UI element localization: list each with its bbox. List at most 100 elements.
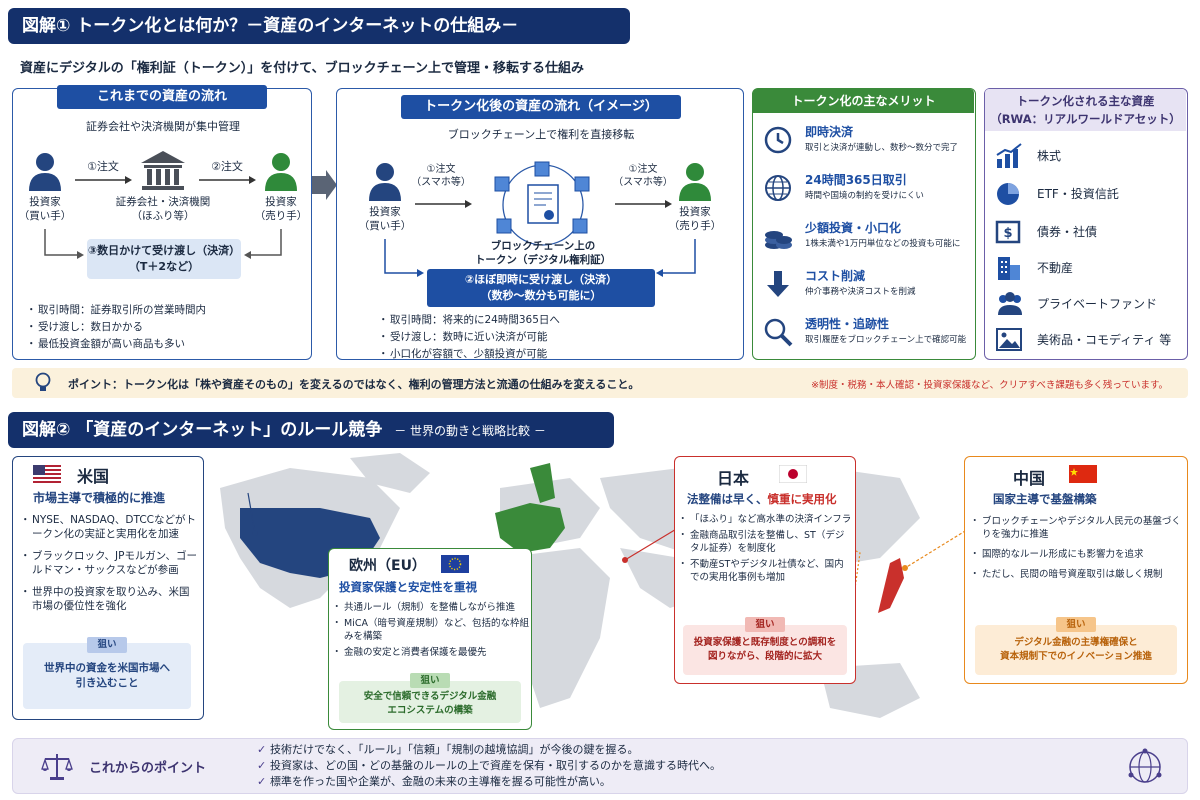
japan-name: 日本 xyxy=(717,469,750,488)
japan-tagline-b: 慎重に実用化 xyxy=(767,492,837,506)
eu-name: 欧州（EU） xyxy=(349,558,426,574)
section2-heading-title: 図解② 「資産のインターネット」のルール競争 xyxy=(22,420,383,440)
bond-icon: $ xyxy=(995,219,1023,245)
globe-icon xyxy=(763,173,793,203)
future-item-text: 投資家は、どの国・どの基盤のルールの上で資産を保有・取引するのかを意識する時代へ… xyxy=(270,759,722,772)
before-order1-label: ①注文 xyxy=(87,160,119,173)
blockchain-icon xyxy=(473,159,613,249)
merit-title: コスト削減 xyxy=(805,269,866,283)
usa-bullet: ブラックロック、JPモルガン、ゴールドマン・サックスなどが参画 xyxy=(20,549,199,577)
section2-heading-sub: － 世界の動きと戦略比較 － xyxy=(394,424,546,438)
assets-title: トークン化される主な資産 （RWA：リアルワールドアセット） xyxy=(985,89,1186,131)
check-icon: ✓ xyxy=(257,743,271,756)
eu-map-region xyxy=(495,463,565,553)
usa-aim-text: 世界中の資金を米国市場へ 引き込むこと xyxy=(44,662,170,689)
after-flow-caption: ブロックチェーン上で権利を直接移転 xyxy=(447,128,635,141)
after-order-left-arrow xyxy=(413,199,473,209)
merit-desc: 仲介事務や決済コストを削減 xyxy=(805,287,916,297)
usa-bullet: 世界中の投資家を取り込み、米国市場の優位性を強化 xyxy=(20,585,199,613)
japan-bullet: 金融商品取引法を整備し、ST（デジタル証券）を制度化 xyxy=(678,529,853,555)
japan-bullet: 不動産STやデジタル社債など、国内での実用化事例も増加 xyxy=(678,558,853,584)
eu-bullet: 金融の安定と消費者保護を最優先 xyxy=(332,646,529,659)
point-bar: ポイント：トークン化は「株や資産そのもの」を変えるのではなく、権利の管理方法と流… xyxy=(12,368,1188,398)
after-buyer-label: 投資家 （買い手） xyxy=(358,206,412,232)
japan-card: 日本 法整備は早く、慎重に実用化 「ほふり」など高水準の決済インフラ 金融商品取… xyxy=(674,456,856,684)
world-map xyxy=(200,448,1000,738)
after-order-right-arrow xyxy=(613,199,673,209)
after-bullet: 取引時間：将来的に24時間365日へ xyxy=(378,313,560,327)
merit-item: 24時間365日取引 時間や国境の制約を受けにくい xyxy=(761,171,971,217)
after-seller-icon xyxy=(677,161,713,201)
china-bullets: ブロックチェーンやデジタル人民元の基盤づくりを強力に推進 国際的なルール形成にも… xyxy=(970,515,1185,584)
scales-icon xyxy=(41,751,73,781)
asset-item: ETF・投資信託 xyxy=(995,179,1185,209)
check-icon: ✓ xyxy=(257,759,271,772)
pie-chart-icon xyxy=(995,181,1023,207)
china-tagline: 国家主導で基盤構築 xyxy=(993,492,1097,506)
usa-aim-box: 狙い 世界中の資金を米国市場へ 引き込むこと xyxy=(23,637,191,709)
after-seller-label: 投資家 （売り手） xyxy=(668,206,722,232)
merit-item: 即時決済 取引と決済が連動し、数秒〜数分で完了 xyxy=(761,123,971,169)
merit-title: 24時間365日取引 xyxy=(805,173,907,187)
china-flag-icon xyxy=(1069,465,1097,483)
seller-icon xyxy=(263,151,299,191)
china-aim-box: 狙い デジタル金融の主導権確保と 資本規制下でのイノベーション推進 xyxy=(975,617,1177,675)
clock-icon xyxy=(763,125,793,155)
point-text: ポイント：トークン化は「株や資産そのもの」を変えるのではなく、権利の管理方法と流… xyxy=(68,378,640,391)
china-card: 中国 国家主導で基盤構築 ブロックチェーンやデジタル人民元の基盤づくりを強力に推… xyxy=(964,456,1188,684)
china-bullet: 国際的なルール形成にも影響力を追求 xyxy=(970,548,1185,561)
japan-bullet: 「ほふり」など高水準の決済インフラ xyxy=(678,513,853,526)
arrow-down-icon xyxy=(763,269,793,299)
eu-aim-box: 狙い 安全で信頼できるデジタル金融 エコシステムの構築 xyxy=(339,673,521,723)
eu-aim-text: 安全で信頼できるデジタル金融 エコシステムの構築 xyxy=(363,691,497,716)
before-bullet: 受け渡し：数日かかる xyxy=(26,320,206,334)
merit-item: 少額投資・小口化 1株未満や1万円単位などの投資も可能に xyxy=(761,219,971,265)
before-flow-card: これまでの資産の流れ 証券会社や決済機関が集中管理 投資家 （買い手） ①注文 … xyxy=(12,85,312,360)
merit-item: 透明性・追跡性 取引履歴をブロックチェーン上で確認可能 xyxy=(761,315,971,361)
future-item: ✓ 投資家は、どの国・どの基盤のルールの上で資産を保有・取引するのかを意識する時… xyxy=(257,758,721,774)
future-item-text: 技術だけでなく、「ルール」「信頼」「規制の越境協調」が今後の鍵を握る。 xyxy=(270,743,639,756)
japan-aim-label: 狙い xyxy=(745,617,785,632)
merit-title: 即時決済 xyxy=(805,125,854,139)
merit-desc: 1株未満や1万円単位などの投資も可能に xyxy=(805,239,961,249)
before-bullets: 取引時間：証券取引所の営業時間内 受け渡し：数日かかる 最低投資金額が高い商品も… xyxy=(26,303,206,354)
after-order-left-label: ①注文 （スマホ等） xyxy=(411,164,471,188)
future-item: ✓ 技術だけでなく、「ルール」「信頼」「規制の越境協調」が今後の鍵を握る。 xyxy=(257,742,639,758)
people-icon xyxy=(995,291,1025,317)
magnifier-icon xyxy=(763,317,793,347)
future-item: ✓ 標準を作った国や企業が、金融の未来の主導権を握る可能性が高い。 xyxy=(257,774,611,790)
asset-item: $ 債券・社債 xyxy=(995,217,1185,247)
picture-icon xyxy=(995,327,1023,353)
eu-bullet: MiCA（暗号資産規制）など、包括的な枠組みを構築 xyxy=(332,617,529,643)
asset-label: 美術品・コモディティ 等 xyxy=(1037,333,1172,347)
future-points-bar: これからのポイント ✓ 技術だけでなく、「ルール」「信頼」「規制の越境協調」が今… xyxy=(12,738,1188,794)
before-flow-title: これまでの資産の流れ xyxy=(57,85,267,109)
lightbulb-icon xyxy=(34,372,52,394)
merit-desc: 取引履歴をブロックチェーン上で確認可能 xyxy=(805,335,967,345)
check-icon: ✓ xyxy=(257,775,271,788)
merit-title: 少額投資・小口化 xyxy=(805,221,902,235)
after-bullet: 受け渡し：数時に近い決済が可能 xyxy=(378,330,560,344)
japan-map-region xyxy=(878,558,904,613)
usa-bullet: NYSE、NASDAQ、DTCCなどがトークン化の実証と実用化を加速 xyxy=(20,513,199,541)
usa-name: 米国 xyxy=(77,467,110,486)
section1-heading: 図解① トークン化とは何か？－資産のインターネットの仕組み－ xyxy=(8,8,630,44)
coins-icon xyxy=(763,219,793,251)
usa-tagline: 市場主導で積極的に推進 xyxy=(33,491,166,505)
eu-bullets: 共通ルール（規制）を整備しながら推進 MiCA（暗号資産規制）など、包括的な枠組… xyxy=(332,601,529,662)
china-bullet: ただし、民間の暗号資産取引は厳しく規制 xyxy=(970,568,1185,581)
japan-aim-box: 狙い 投資家保護と既存制度との調和を 図りながら、段階的に拡大 xyxy=(683,617,847,675)
after-settle-box: ②ほぼ即時に受け渡し（決済） （数秒〜数分も可能に） xyxy=(427,269,655,307)
before-order2-label: ②注文 xyxy=(211,160,243,173)
japan-flag-icon xyxy=(779,465,807,483)
after-flow-title: トークン化後の資産の流れ（イメージ） xyxy=(401,95,681,119)
assets-card: トークン化される主な資産 （RWA：リアルワールドアセット） 株式 ETF・投資… xyxy=(984,88,1188,360)
asset-label: プライベートファンド xyxy=(1037,297,1158,311)
china-aim-text: デジタル金融の主導権確保と 資本規制下でのイノベーション推進 xyxy=(1000,637,1152,662)
before-order1-arrow xyxy=(73,175,133,185)
before-flow-caption: 証券会社や決済機関が集中管理 xyxy=(86,120,240,133)
before-seller-label: 投資家 （売り手） xyxy=(254,196,308,222)
eu-flag-icon xyxy=(441,555,469,573)
asset-item: 不動産 xyxy=(995,253,1185,283)
network-globe-icon xyxy=(1125,747,1165,787)
